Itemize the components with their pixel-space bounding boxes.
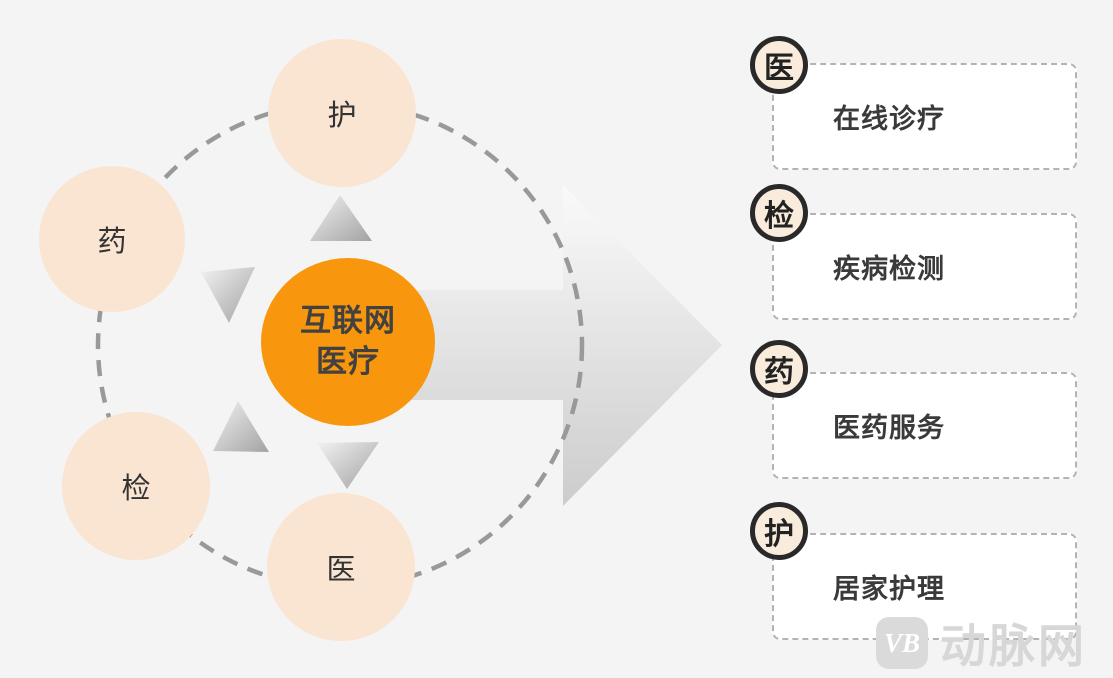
satellite-label: 检 [121, 473, 151, 505]
legend-badge-nursing: 护 [750, 502, 808, 560]
legend-box-disease-detection: 疾病检测 [772, 213, 1077, 320]
legend-badge-char: 检 [764, 200, 794, 233]
watermark-text: 动脉网 [940, 620, 1087, 672]
legend-badge-pharmacy: 药 [750, 340, 808, 398]
legend-box-label: 医药服务 [833, 413, 945, 443]
watermark: VB 动脉网 [876, 610, 1087, 676]
satellite-label: 药 [97, 226, 127, 258]
satellite-circle-medical: 医 [267, 493, 415, 641]
satellite-label: 医 [326, 554, 356, 586]
legend-box-pharmaceutical-services: 医药服务 [772, 372, 1077, 479]
center-label-line1: 互联网 [300, 303, 396, 339]
legend-box-label: 居家护理 [833, 574, 945, 604]
legend-badge-medical: 医 [750, 36, 808, 94]
legend-badge-char: 护 [764, 518, 794, 551]
center-label-line2: 医疗 [316, 344, 380, 379]
vcbeat-logo-icon: VB [876, 617, 928, 669]
legend-badge-char: 药 [764, 356, 794, 389]
satellite-circle-pharmacy: 药 [39, 166, 185, 312]
legend-badge-testing: 检 [750, 184, 808, 242]
satellite-label: 护 [327, 100, 357, 132]
triangle-up-icon [213, 401, 269, 452]
legend-box-label: 疾病检测 [833, 254, 945, 284]
satellite-circle-nursing: 护 [268, 39, 416, 187]
vcbeat-logo-glyph: VB [883, 627, 921, 658]
legend-box-label: 在线诊疗 [833, 104, 945, 134]
triangle-down-icon [317, 442, 379, 489]
legend-box-online-diagnosis: 在线诊疗 [772, 63, 1077, 170]
center-circle-internet-healthcare: 互联网 医疗 [261, 258, 435, 426]
big-right-arrow-icon [350, 185, 722, 506]
triangle-up-icon [310, 195, 372, 241]
legend-badge-char: 医 [764, 52, 794, 85]
satellite-circle-testing: 检 [62, 412, 210, 560]
triangle-down-icon [201, 267, 255, 323]
